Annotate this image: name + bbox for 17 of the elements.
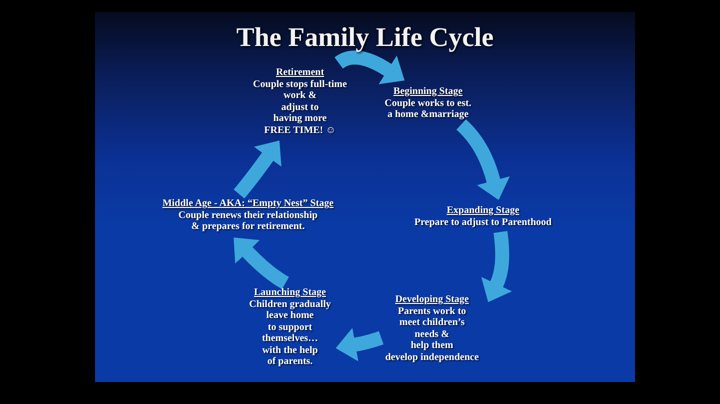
block-arrow [333, 50, 405, 84]
slide-title: The Family Life Cycle [236, 22, 494, 52]
stage-heading: Retirement [276, 67, 324, 78]
stage-description: Couple works to est. a home &marriage [384, 98, 472, 120]
stage-heading: Developing Stage [395, 294, 469, 306]
stage-description: Couple renews their relationship & prepares for retirement. [178, 210, 318, 232]
block-arrow [234, 237, 292, 290]
stage-description: Couple stops full-time work & adjust to having more FREE TIME! ☺ [253, 78, 347, 136]
stage-description: Prepare to adjust to Parenthood [414, 216, 552, 228]
stage-description: Children gradually leave home to support themselves… with the help of parents. [249, 298, 331, 368]
stage-heading: Launching Stage [254, 287, 326, 298]
stage-heading: Beginning Stage [393, 86, 463, 98]
block-arrow [233, 140, 282, 200]
stage-heading: Middle Age - AKA: “Empty Nest” Stage [162, 198, 334, 210]
stage-description: Parents work to meet children’s needs & help them develop independence [385, 306, 479, 363]
stage-heading: Expanding Stage [446, 205, 520, 216]
block-arrow [456, 119, 510, 200]
